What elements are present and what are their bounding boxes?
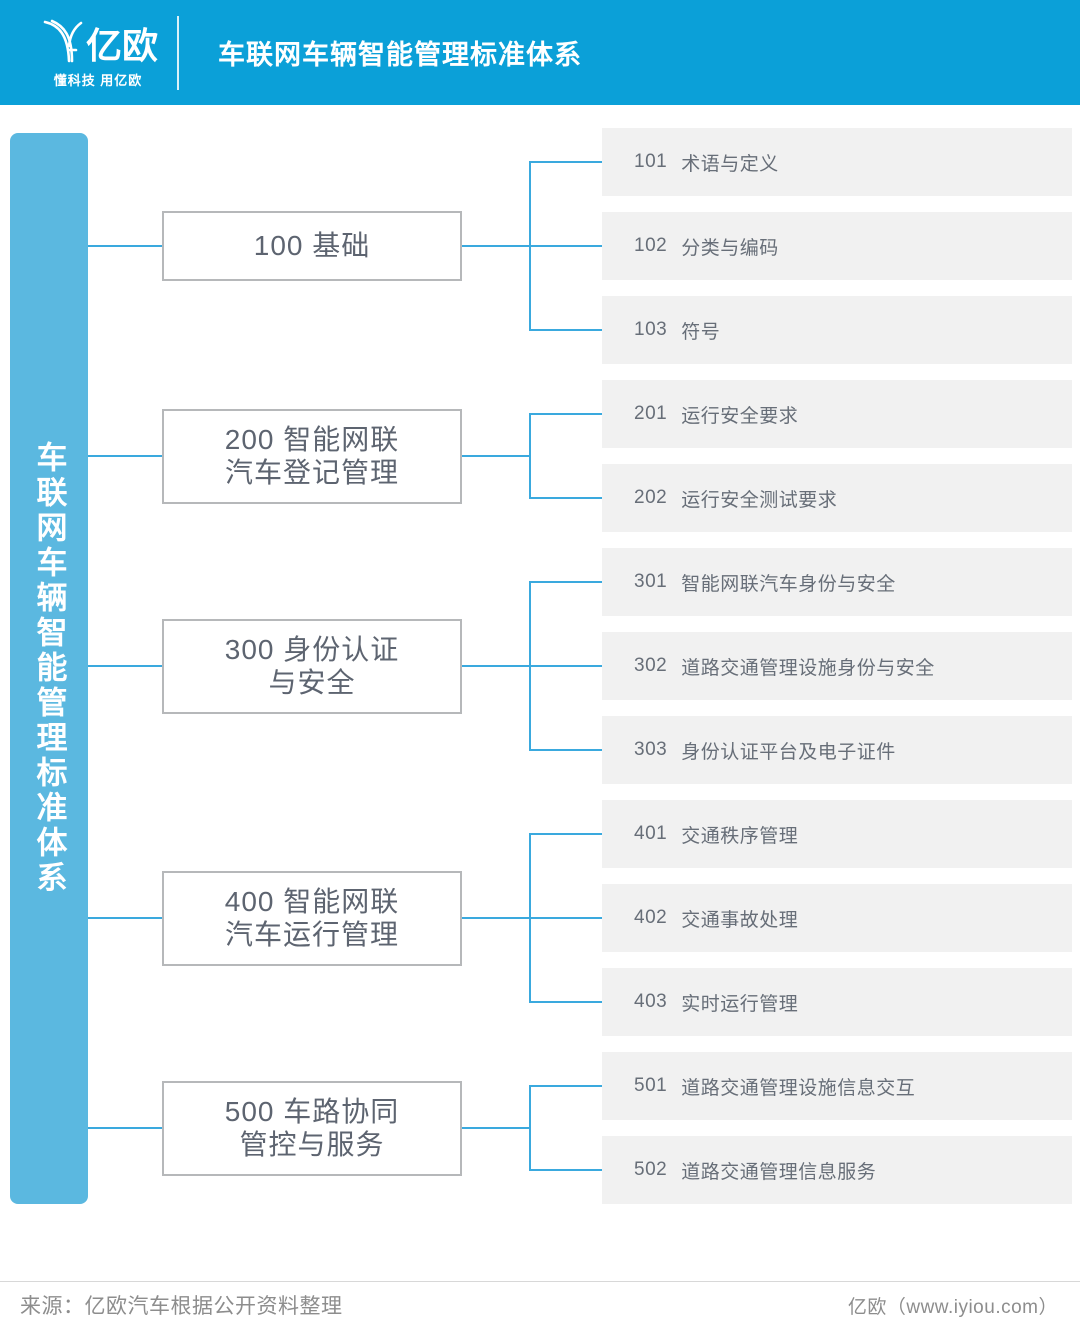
item-code-402: 402 [634, 907, 668, 928]
connector-branch-101 [529, 161, 602, 163]
item-row-403[interactable]: 403 实时运行管理 [602, 968, 1072, 1036]
category-box-200[interactable]: 200 智能网联汽车登记管理 [162, 408, 462, 504]
connector-root-to-300 [88, 665, 162, 667]
item-code-302: 302 [634, 655, 668, 676]
root-node-label: 车联网车辆智能管理标准体系 [31, 441, 67, 896]
connector-root-to-400 [88, 917, 162, 919]
item-code-501: 501 [634, 1075, 668, 1096]
connector-root-to-100 [88, 245, 162, 247]
svg-text:亿欧: 亿欧 [86, 25, 158, 66]
connector-400-to-spine [462, 917, 529, 919]
item-code-103: 103 [634, 319, 668, 340]
connector-root-to-200 [88, 455, 162, 457]
item-code-202: 202 [634, 487, 668, 508]
item-row-302[interactable]: 302 道路交通管理设施身份与安全 [602, 632, 1072, 700]
category-box-label2-300: 与安全 [268, 667, 356, 698]
footer-divider [0, 1281, 1080, 1282]
category-box-label-300: 300 身份认证 [224, 633, 400, 665]
connector-300-to-spine [462, 665, 529, 667]
item-label-403: 实时运行管理 [681, 993, 799, 1015]
item-row-101[interactable]: 101 术语与定义 [602, 128, 1072, 196]
item-code-502: 502 [634, 1159, 668, 1180]
item-code-201: 201 [634, 403, 668, 424]
item-row-201[interactable]: 201 运行安全要求 [602, 380, 1072, 448]
connector-branch-202 [529, 497, 602, 499]
connector-500-to-spine [462, 1127, 529, 1129]
item-row-402[interactable]: 402 交通事故处理 [602, 884, 1072, 952]
connector-branch-102 [529, 245, 602, 247]
item-code-102: 102 [634, 235, 668, 256]
header-divider [177, 16, 179, 90]
category-box-text-300: 300 身份认证与安全 [225, 633, 400, 699]
connector-root-to-500 [88, 1127, 162, 1129]
connector-200-to-spine [462, 455, 529, 457]
item-code-303: 303 [634, 739, 668, 760]
item-row-303[interactable]: 303 身份认证平台及电子证件 [602, 716, 1072, 784]
item-label-301: 智能网联汽车身份与安全 [681, 573, 896, 595]
connector-branch-401 [529, 833, 602, 835]
category-box-text-500: 500 车路协同管控与服务 [225, 1095, 400, 1161]
logo-tagline: 懂科技 用亿欧 [53, 73, 143, 88]
item-row-102[interactable]: 102 分类与编码 [602, 212, 1072, 280]
connector-100-to-spine [462, 245, 529, 247]
item-code-101: 101 [634, 151, 668, 172]
category-box-300[interactable]: 300 身份认证与安全 [162, 618, 462, 714]
item-label-102: 分类与编码 [681, 237, 779, 259]
connector-branch-303 [529, 749, 602, 751]
item-row-502[interactable]: 502 道路交通管理信息服务 [602, 1136, 1072, 1204]
item-label-501: 道路交通管理设施信息交互 [681, 1077, 916, 1099]
item-row-103[interactable]: 103 符号 [602, 296, 1072, 364]
item-label-502: 道路交通管理信息服务 [681, 1161, 877, 1183]
item-code-403: 403 [634, 991, 668, 1012]
item-label-202: 运行安全测试要求 [681, 489, 838, 511]
item-label-303: 身份认证平台及电子证件 [681, 741, 896, 763]
item-row-301[interactable]: 301 智能网联汽车身份与安全 [602, 548, 1072, 616]
category-box-label2-400: 汽车运行管理 [224, 919, 399, 950]
brand-logo: 亿欧 懂科技 用亿欧 [38, 16, 158, 92]
item-label-101: 术语与定义 [681, 153, 779, 175]
category-box-100[interactable]: 100 基础 [162, 211, 462, 281]
item-label-201: 运行安全要求 [681, 405, 799, 427]
footer-site: 亿欧（www.iyiou.com） [847, 1297, 1058, 1318]
connector-spine-500 [529, 1086, 531, 1170]
item-row-202[interactable]: 202 运行安全测试要求 [602, 464, 1072, 532]
page-header: 亿欧 懂科技 用亿欧 车联网车辆智能管理标准体系 [0, 0, 1080, 105]
category-box-label2-500: 管控与服务 [239, 1129, 385, 1160]
connector-branch-302 [529, 665, 602, 667]
connector-branch-502 [529, 1169, 602, 1171]
category-box-label-200: 200 智能网联 [224, 423, 400, 455]
connector-branch-301 [529, 581, 602, 583]
item-label-402: 交通事故处理 [681, 909, 799, 931]
category-box-text-400: 400 智能网联汽车运行管理 [225, 885, 400, 951]
category-box-label2-200: 汽车登记管理 [224, 457, 399, 488]
item-row-401[interactable]: 401 交通秩序管理 [602, 800, 1072, 868]
footer-source: 来源：亿欧汽车根据公开资料整理 [20, 1295, 343, 1318]
root-node: 车联网车辆智能管理标准体系 [10, 133, 88, 1204]
item-row-501[interactable]: 501 道路交通管理设施信息交互 [602, 1052, 1072, 1120]
yiou-logo-icon: 亿欧 [38, 16, 158, 70]
connector-branch-103 [529, 329, 602, 331]
category-box-label-400: 400 智能网联 [224, 885, 400, 917]
item-label-302: 道路交通管理设施身份与安全 [681, 657, 935, 679]
category-box-400[interactable]: 400 智能网联汽车运行管理 [162, 870, 462, 966]
item-label-401: 交通秩序管理 [681, 825, 799, 847]
category-box-500[interactable]: 500 车路协同管控与服务 [162, 1080, 462, 1176]
category-box-text-200: 200 智能网联汽车登记管理 [225, 423, 400, 489]
connector-branch-501 [529, 1085, 602, 1087]
category-box-label-100: 100 基础 [253, 230, 371, 262]
page-title: 车联网车辆智能管理标准体系 [218, 40, 582, 70]
category-box-label-500: 500 车路协同 [224, 1095, 400, 1127]
item-label-103: 符号 [681, 321, 721, 343]
item-code-401: 401 [634, 823, 668, 844]
item-code-301: 301 [634, 571, 668, 592]
connector-spine-200 [529, 414, 531, 498]
connector-branch-403 [529, 1001, 602, 1003]
connector-branch-201 [529, 413, 602, 415]
connector-branch-402 [529, 917, 602, 919]
